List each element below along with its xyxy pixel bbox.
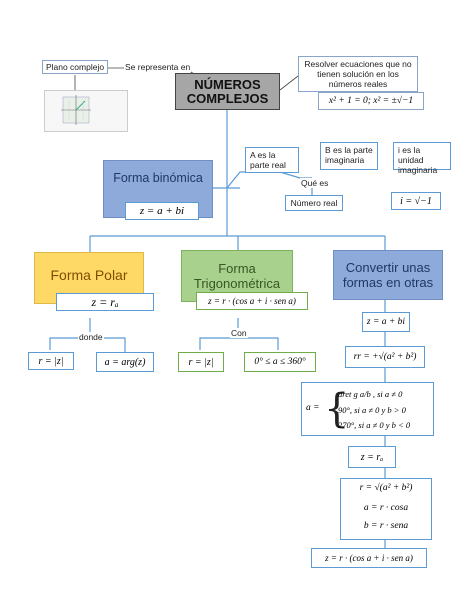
convertir-r-sqrt: r = √(a² + b²) bbox=[359, 483, 413, 493]
root-title-line2: COMPLEJOS bbox=[186, 90, 269, 106]
complex-plane-graph-icon bbox=[61, 95, 91, 125]
trig-range: 0° ≤ a ≤ 360° bbox=[244, 352, 316, 372]
convertir-title-line2: formas en otras bbox=[342, 275, 434, 290]
a-parte-real: A es la parte real bbox=[245, 147, 299, 173]
convertir-components: r = √(a² + b²) a = r · cosa b = r · sena bbox=[340, 478, 432, 540]
resolver-description: Resolver ecuaciones que no tienen soluci… bbox=[298, 56, 418, 92]
convertir-piecewise: a = { aret g a/b , si a ≠ 0 90°, si a ≠ … bbox=[301, 382, 434, 436]
polar-title: Forma Polar bbox=[50, 267, 128, 283]
convertir-a-cos: a = r · cosa bbox=[363, 503, 409, 513]
que-es-label: Qué es bbox=[300, 178, 330, 188]
trig-formula: z = r · (cos a + i · sen a) bbox=[196, 292, 308, 310]
se-representa-label: Se representa en bbox=[124, 62, 192, 72]
convertir-title-line1: Convertir unas bbox=[345, 260, 431, 275]
i-formula: i = √−1 bbox=[391, 192, 441, 210]
numero-real: Número real bbox=[285, 195, 343, 211]
binomica-title: Forma binómica bbox=[113, 171, 203, 185]
plano-complejo-text: Plano complejo bbox=[45, 62, 105, 72]
piecewise-a-eq: a = bbox=[306, 403, 320, 413]
resolver-text: Resolver ecuaciones que no tienen soluci… bbox=[304, 59, 412, 89]
plano-complejo-label: Plano complejo bbox=[42, 60, 108, 74]
piecewise-line2: 90°, si a ≠ 0 y b > 0 bbox=[338, 405, 406, 415]
convertir-b-sen: b = r · sena bbox=[363, 521, 409, 531]
piecewise-line1: aret g a/b , si a ≠ 0 bbox=[338, 389, 403, 399]
left-brace-icon: { bbox=[324, 386, 350, 432]
con-label: Con bbox=[230, 328, 248, 338]
convertir-z-polar: z = rₐ bbox=[348, 446, 396, 468]
polar-formula: z = rₐ bbox=[56, 293, 154, 311]
donde-label: donde bbox=[78, 332, 104, 342]
convertir-z-trig: z = r · (cos a + i · sen a) bbox=[311, 548, 427, 568]
complex-plane-thumbnail bbox=[44, 90, 128, 132]
resolver-formula: x² + 1 = 0; x² = ±√−1 bbox=[318, 92, 424, 110]
root-node: NÚMEROS COMPLEJOS bbox=[175, 73, 280, 110]
binomica-formula: z = a + bi bbox=[125, 202, 199, 220]
polar-r: r = |z| bbox=[28, 352, 74, 370]
i-unidad-imaginaria: i es la unidad imaginaria bbox=[393, 142, 451, 175]
polar-a: a = arg(z) bbox=[96, 352, 154, 372]
b-parte-imaginaria: B es la parte imaginaria bbox=[320, 142, 378, 170]
convertir-node: Convertir unas formas en otras bbox=[333, 250, 443, 300]
trig-r: r = |z| bbox=[178, 352, 224, 372]
convertir-rr: rr = +√(a² + b²) bbox=[345, 346, 425, 368]
trig-title-line1: Forma bbox=[218, 261, 256, 276]
piecewise-line3: 270°, si a ≠ 0 y b < 0 bbox=[338, 420, 411, 430]
convertir-z-binomial: z = a + bi bbox=[362, 312, 410, 332]
trig-title-line2: Trigonométrica bbox=[193, 276, 281, 291]
root-title-line1: NÚMEROS bbox=[194, 76, 261, 92]
